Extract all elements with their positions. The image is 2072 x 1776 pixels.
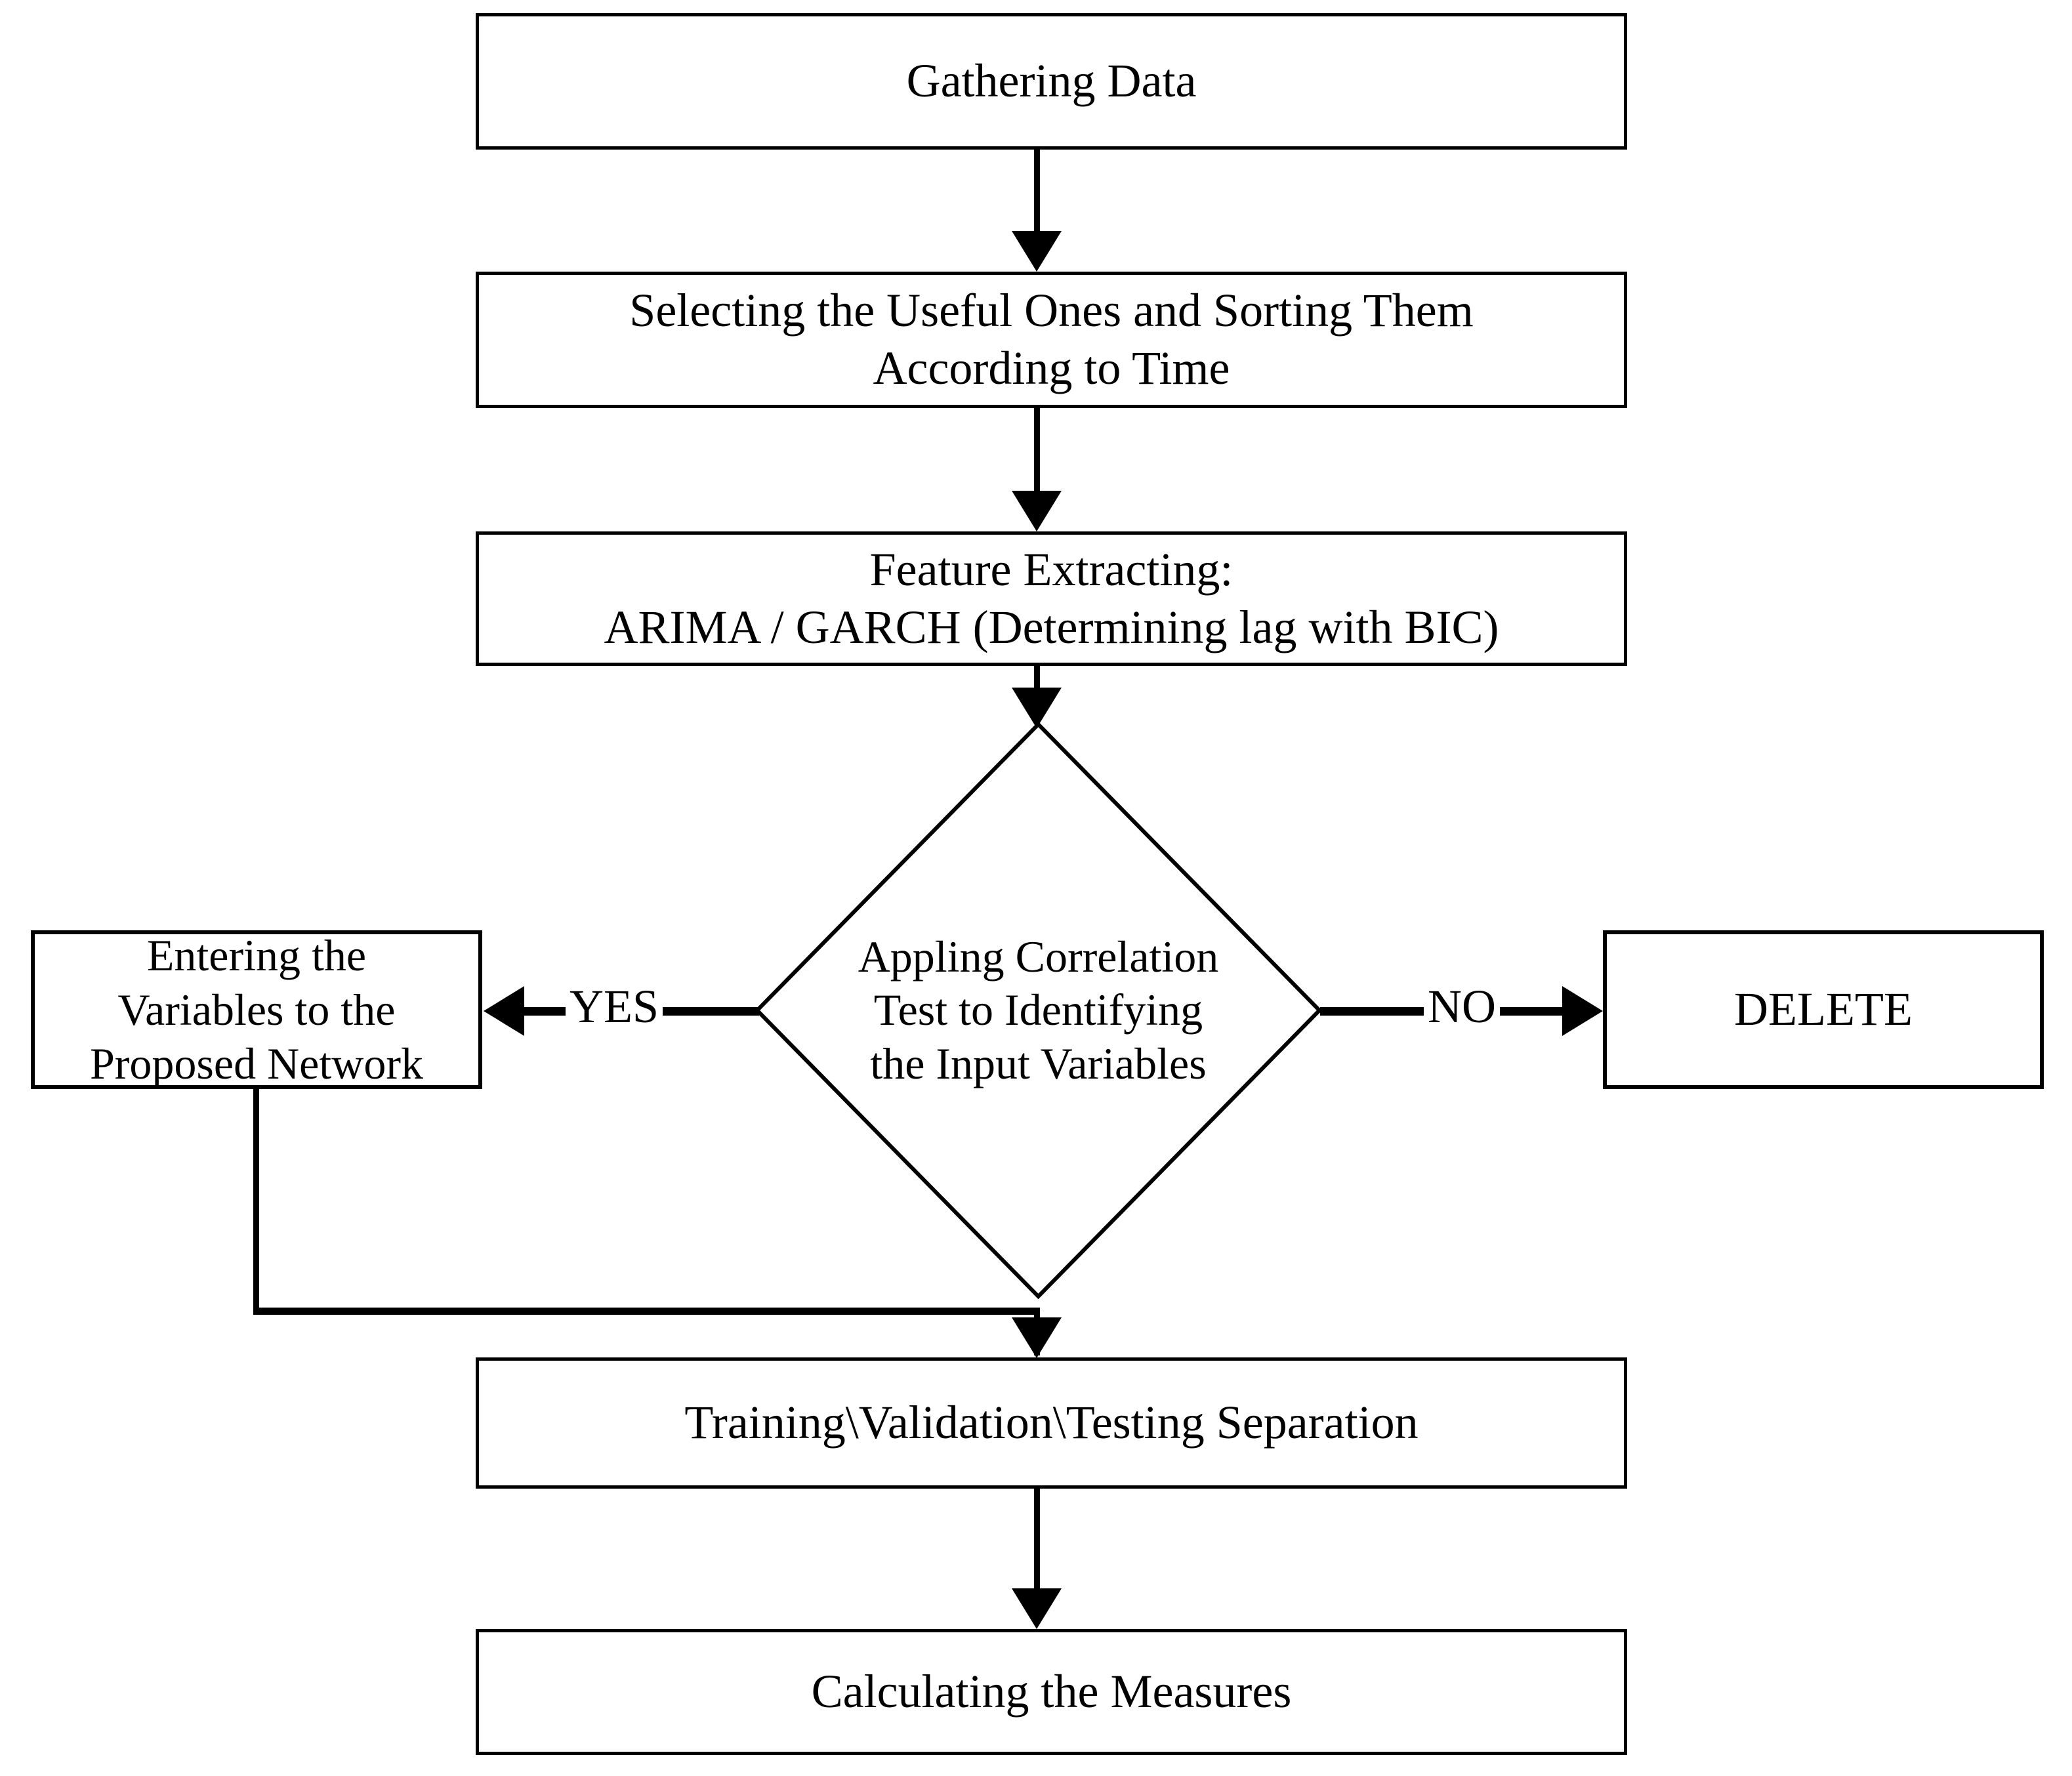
edge-no-arrowhead	[1562, 986, 1603, 1036]
edge-gathering-to-selecting-line	[1034, 148, 1040, 234]
node-delete-label: DELETE	[1734, 983, 1913, 1036]
node-feature-extracting[interactable]: Feature Extracting: ARIMA / GARCH (Deter…	[476, 531, 1627, 666]
diamond-shape	[755, 722, 1322, 1299]
edge-selecting-to-feature-line	[1034, 406, 1040, 494]
node-selecting-sorting[interactable]: Selecting the Useful Ones and Sorting Th…	[476, 272, 1627, 408]
node-gathering-data[interactable]: Gathering Data	[476, 13, 1627, 150]
node-correlation-test-decision[interactable]: Appling Correlation Test to Identifying …	[755, 722, 1322, 1299]
node-entering-variables-label: Entering the Variables to the Proposed N…	[89, 930, 424, 1089]
edge-yes-arrowhead	[484, 986, 524, 1036]
node-training-validation-testing-label: Training\Validation\Testing Separation	[684, 1396, 1419, 1449]
edge-yes-label: YES	[566, 983, 663, 1030]
node-selecting-sorting-label: Selecting the Useful Ones and Sorting Th…	[629, 284, 1474, 394]
node-calculating-measures-label: Calculating the Measures	[811, 1665, 1292, 1718]
edge-no-label: NO	[1424, 983, 1500, 1030]
edge-selecting-to-feature-arrowhead	[1012, 491, 1062, 531]
edge-gathering-to-selecting-arrowhead	[1012, 231, 1062, 272]
node-training-validation-testing[interactable]: Training\Validation\Testing Separation	[476, 1357, 1627, 1489]
node-gathering-data-label: Gathering Data	[906, 54, 1197, 108]
edge-feature-to-decision-line	[1034, 664, 1040, 695]
edge-training-to-measures-arrowhead	[1012, 1588, 1062, 1629]
edge-feature-to-decision-arrowhead	[1012, 688, 1062, 728]
node-calculating-measures[interactable]: Calculating the Measures	[476, 1629, 1627, 1755]
edge-entering-to-training-vline	[253, 1088, 259, 1313]
node-feature-extracting-label: Feature Extracting: ARIMA / GARCH (Deter…	[604, 543, 1499, 653]
node-delete[interactable]: DELETE	[1603, 930, 2044, 1089]
edge-training-to-measures-line	[1034, 1487, 1040, 1592]
edge-entering-to-training-hline	[253, 1308, 1040, 1315]
edge-entering-to-training-arrowhead	[1012, 1317, 1062, 1358]
node-entering-variables[interactable]: Entering the Variables to the Proposed N…	[31, 930, 482, 1089]
node-correlation-test-decision-label: Appling Correlation Test to Identifying …	[858, 931, 1219, 1088]
